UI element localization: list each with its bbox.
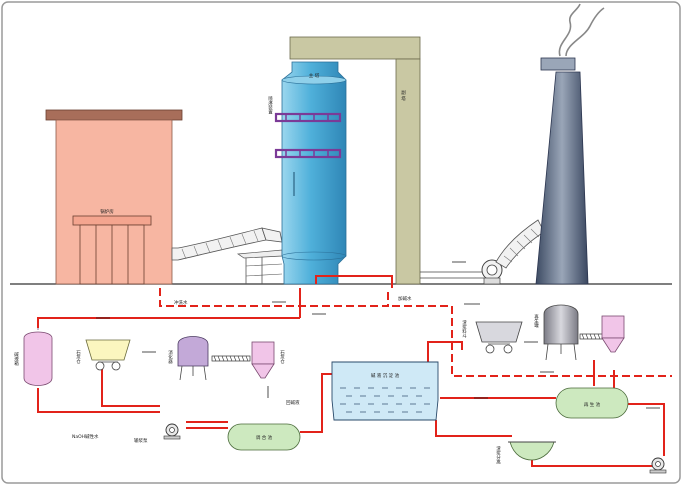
regen-hopper-label: 渣浆料斗 xyxy=(462,319,467,339)
pipe-network xyxy=(37,275,672,467)
flue-duct xyxy=(171,227,283,284)
circulation-pump xyxy=(649,457,667,474)
regen-tank-label: 再生罐 xyxy=(534,314,539,329)
main-tower xyxy=(281,61,347,285)
settling-tank-label: 碱 液 沉 淀 池 xyxy=(371,372,400,379)
spray-ring-label: 喷淋装置 xyxy=(268,95,273,116)
slaker xyxy=(177,336,209,381)
feed-pump-label: 输浆泵 xyxy=(134,437,148,444)
flush-water-label: 冲洗水 xyxy=(174,299,188,306)
alkali-tank xyxy=(23,328,53,386)
boiler-house xyxy=(45,109,183,285)
alkali-tank-label: 碱液箱 xyxy=(14,351,19,367)
sludge-sep-label: 渣浆分离 xyxy=(496,445,501,466)
naoh-label: NaOH碱性水 xyxy=(72,433,99,440)
chimney xyxy=(535,3,605,285)
settling-tank xyxy=(331,361,439,421)
feed-pump xyxy=(163,423,181,440)
aux-tower-label: 副 塔 xyxy=(401,89,406,102)
slurry-tank xyxy=(555,387,629,419)
lime-hopper-label: 石灰仓 xyxy=(76,350,81,364)
slaker-label: 消化器 xyxy=(168,349,173,365)
lime-silo-label: 石灰仓 xyxy=(280,350,285,364)
spray-rings xyxy=(274,112,342,159)
mix-tank-label: 调 合 池 xyxy=(256,434,273,441)
return-water-label: 回碱液 xyxy=(286,399,300,406)
induced-draft-fan xyxy=(420,219,545,285)
makeup-water-label: 加碱水 xyxy=(398,295,412,302)
mix-tank xyxy=(227,423,301,451)
screw-conveyor-left xyxy=(211,355,251,362)
regen-hopper xyxy=(475,321,523,354)
regen-tank xyxy=(543,304,579,361)
main-tower-label: 主 塔 xyxy=(309,72,320,79)
slurry-tank-label: 再 生 池 xyxy=(584,401,601,408)
regen-silo xyxy=(601,315,625,353)
boiler-room-label: 锅炉房 xyxy=(100,208,114,215)
lime-silo xyxy=(251,341,275,379)
sludge-separator xyxy=(508,441,556,461)
lime-hopper xyxy=(85,339,131,371)
aux-tower-frame xyxy=(289,36,421,285)
